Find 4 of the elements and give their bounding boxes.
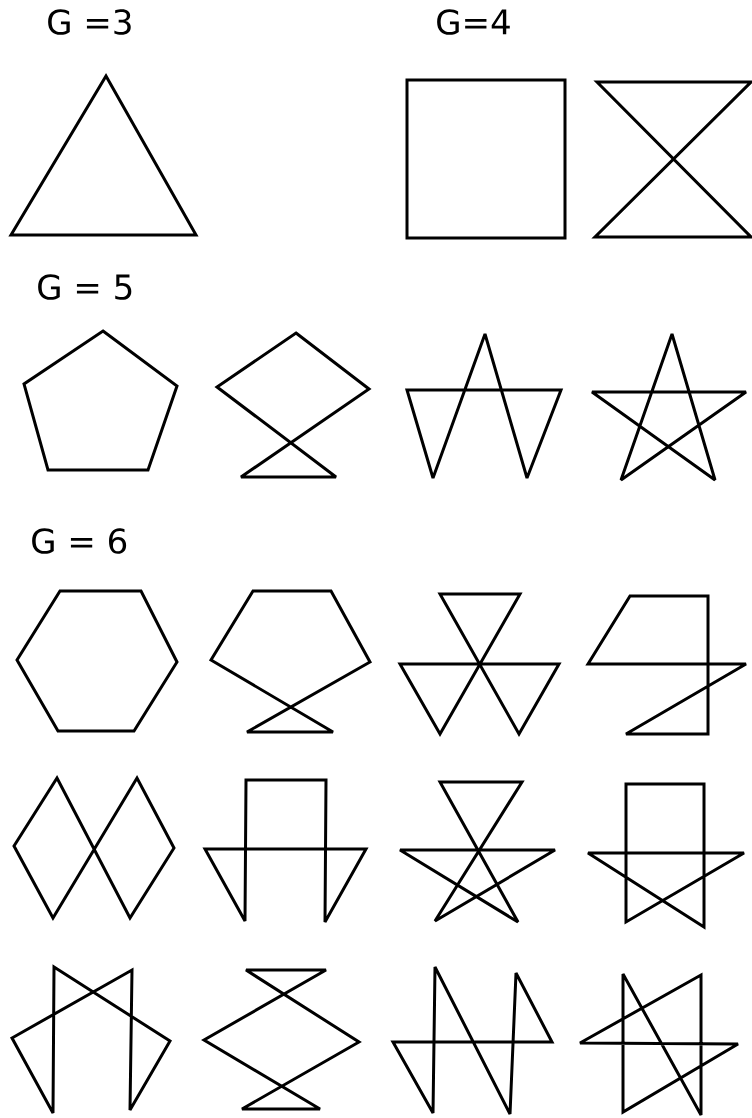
group-label: G=4 [437,9,510,35]
group-label: G = 6 [32,528,127,554]
group-label: G =3 [48,9,131,35]
group-label: G = 5 [38,274,132,300]
